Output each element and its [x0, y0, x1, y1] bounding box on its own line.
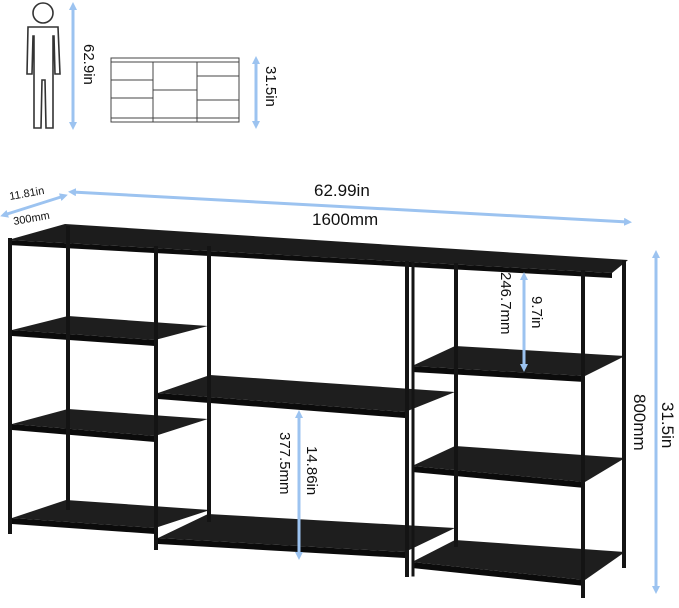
shelf-center-1	[158, 375, 455, 412]
width-in-label: 62.99in	[314, 181, 370, 200]
depth-arrow	[0, 193, 68, 218]
person-silhouette-icon	[26, 2, 61, 129]
shelf-gap-mm-label: 246.7mm	[497, 272, 514, 335]
shelf-right-1	[412, 346, 625, 376]
bookshelf-thumbnail-icon	[110, 57, 240, 123]
shelf-left-1	[12, 316, 208, 340]
width-mm-label: 1600mm	[312, 210, 378, 229]
width-arrow	[68, 188, 632, 226]
top-panel	[8, 224, 628, 273]
person-height-label: 62.9in	[80, 44, 97, 85]
height-in-label: 31.5in	[658, 402, 677, 448]
height-mm-label: 800mm	[630, 394, 649, 451]
center-gap-mm-label: 377.5mm	[276, 432, 293, 495]
depth-mm-label: 300mm	[12, 210, 50, 228]
thumb-height-label: 31.5in	[262, 66, 279, 107]
shelf-left-2	[12, 409, 208, 436]
shelf-center-bottom	[158, 514, 455, 552]
shelf-gap-in-label: 9.7in	[528, 296, 545, 329]
shelf-right-bottom	[412, 540, 625, 580]
frame-posts	[8, 226, 626, 598]
bookshelf	[8, 224, 628, 598]
depth-in-label: 11.81in	[8, 185, 45, 203]
shelf-left-bottom	[12, 500, 210, 528]
center-gap-in-label: 14.86in	[303, 446, 320, 495]
shelf-right-2	[412, 446, 625, 482]
